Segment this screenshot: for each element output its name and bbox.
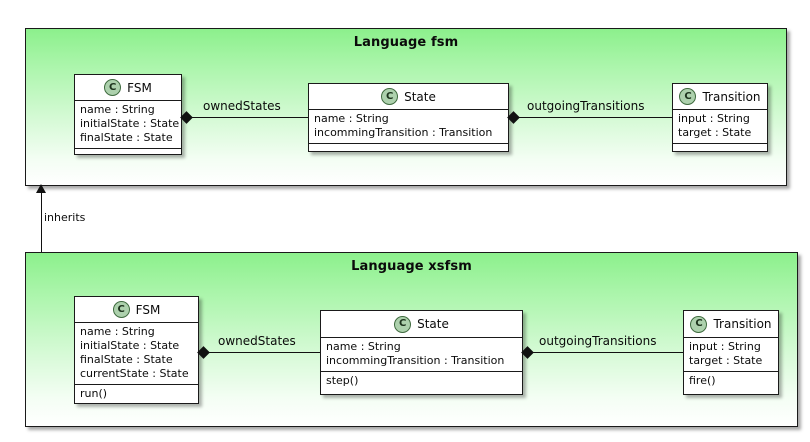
class-header-xsfsm-State: C State xyxy=(321,311,522,338)
attribute-row: finalState : State xyxy=(80,353,173,366)
class-circle-icon: C xyxy=(112,301,130,318)
attribute-row: name : String xyxy=(314,112,389,125)
association-label-ownedStates-xsfsm: ownedStates xyxy=(218,334,296,348)
operation-row: step() xyxy=(326,374,359,387)
operations-compartment: run() xyxy=(75,385,198,404)
attribute-row: incommingTransition : Transition xyxy=(314,126,493,139)
class-circle-icon: C xyxy=(381,88,399,105)
attribute-row: name : String xyxy=(80,325,155,338)
operation-row: run() xyxy=(80,387,108,400)
attribute-row: incommingTransition : Transition xyxy=(326,354,505,367)
association-line-outgoingTransitions-fsm xyxy=(509,117,672,118)
class-header-xsfsm-FSM: C FSM xyxy=(75,297,198,323)
class-name-label: State xyxy=(404,89,436,104)
class-xsfsm-Transition[interactable]: C Transition input : String target : Sta… xyxy=(683,310,779,395)
class-fsm-Transition[interactable]: C Transition input : String target : Sta… xyxy=(672,83,768,152)
attributes-compartment: name : String initialState : State final… xyxy=(75,323,198,385)
attributes-compartment: name : String incommingTransition : Tran… xyxy=(321,338,522,372)
class-name-label: State xyxy=(417,317,449,331)
association-line-ownedStates-xsfsm xyxy=(199,352,320,353)
attribute-row: currentState : State xyxy=(80,367,189,380)
attribute-row: finalState : State xyxy=(80,131,173,144)
association-label-ownedStates-fsm: ownedStates xyxy=(203,99,281,113)
class-circle-icon: C xyxy=(104,79,122,96)
class-name-label: FSM xyxy=(127,80,152,95)
operations-compartment: step() xyxy=(321,372,522,391)
attribute-row: initialState : State xyxy=(80,117,180,130)
association-label-outgoingTransitions-fsm: outgoingTransitions xyxy=(527,99,645,113)
attributes-compartment: input : String target : State xyxy=(673,110,767,144)
association-line-ownedStates-fsm xyxy=(182,117,308,118)
attribute-row: target : State xyxy=(678,126,752,139)
operations-compartment xyxy=(75,149,181,157)
class-header-xsfsm-Transition: C Transition xyxy=(684,311,778,338)
class-fsm-FSM[interactable]: C FSM name : String initialState : State… xyxy=(74,74,182,155)
attribute-row: name : String xyxy=(326,340,401,353)
operation-row: fire() xyxy=(689,374,716,387)
attributes-compartment: name : String initialState : State final… xyxy=(75,101,181,149)
attributes-compartment: input : String target : State xyxy=(684,338,778,372)
inheritance-line xyxy=(41,192,42,256)
attribute-row: initialState : State xyxy=(80,339,180,352)
inheritance-label: inherits xyxy=(44,211,86,224)
inheritance-arrow-icon xyxy=(36,184,46,193)
association-label-outgoingTransitions-xsfsm: outgoingTransitions xyxy=(539,334,657,348)
class-circle-icon: C xyxy=(394,315,412,333)
class-name-label: FSM xyxy=(135,302,161,317)
package-title-xsfsm: Language xsfsm xyxy=(351,259,472,274)
operations-compartment xyxy=(309,144,508,152)
attribute-row: name : String xyxy=(80,103,155,116)
attribute-row: input : String xyxy=(678,112,750,125)
class-name-label: Transition xyxy=(713,317,772,331)
class-xsfsm-State[interactable]: C State name : String incommingTransitio… xyxy=(320,310,523,395)
class-header-fsm-FSM: C FSM xyxy=(75,75,181,101)
package-title-fsm: Language fsm xyxy=(353,35,459,50)
association-line-outgoingTransitions-xsfsm xyxy=(523,352,683,353)
class-circle-icon: C xyxy=(679,88,697,105)
attribute-row: input : String xyxy=(689,340,761,353)
attributes-compartment: name : String incommingTransition : Tran… xyxy=(309,110,508,144)
operations-compartment: fire() xyxy=(684,372,778,391)
class-header-fsm-Transition: C Transition xyxy=(673,84,767,110)
class-name-label: Transition xyxy=(702,89,761,104)
class-fsm-State[interactable]: C State name : String incommingTransitio… xyxy=(308,83,509,152)
class-circle-icon: C xyxy=(690,315,708,333)
class-xsfsm-FSM[interactable]: C FSM name : String initialState : State… xyxy=(74,296,199,404)
operations-compartment xyxy=(673,144,767,152)
class-header-fsm-State: C State xyxy=(309,84,508,110)
attribute-row: target : State xyxy=(689,354,763,367)
